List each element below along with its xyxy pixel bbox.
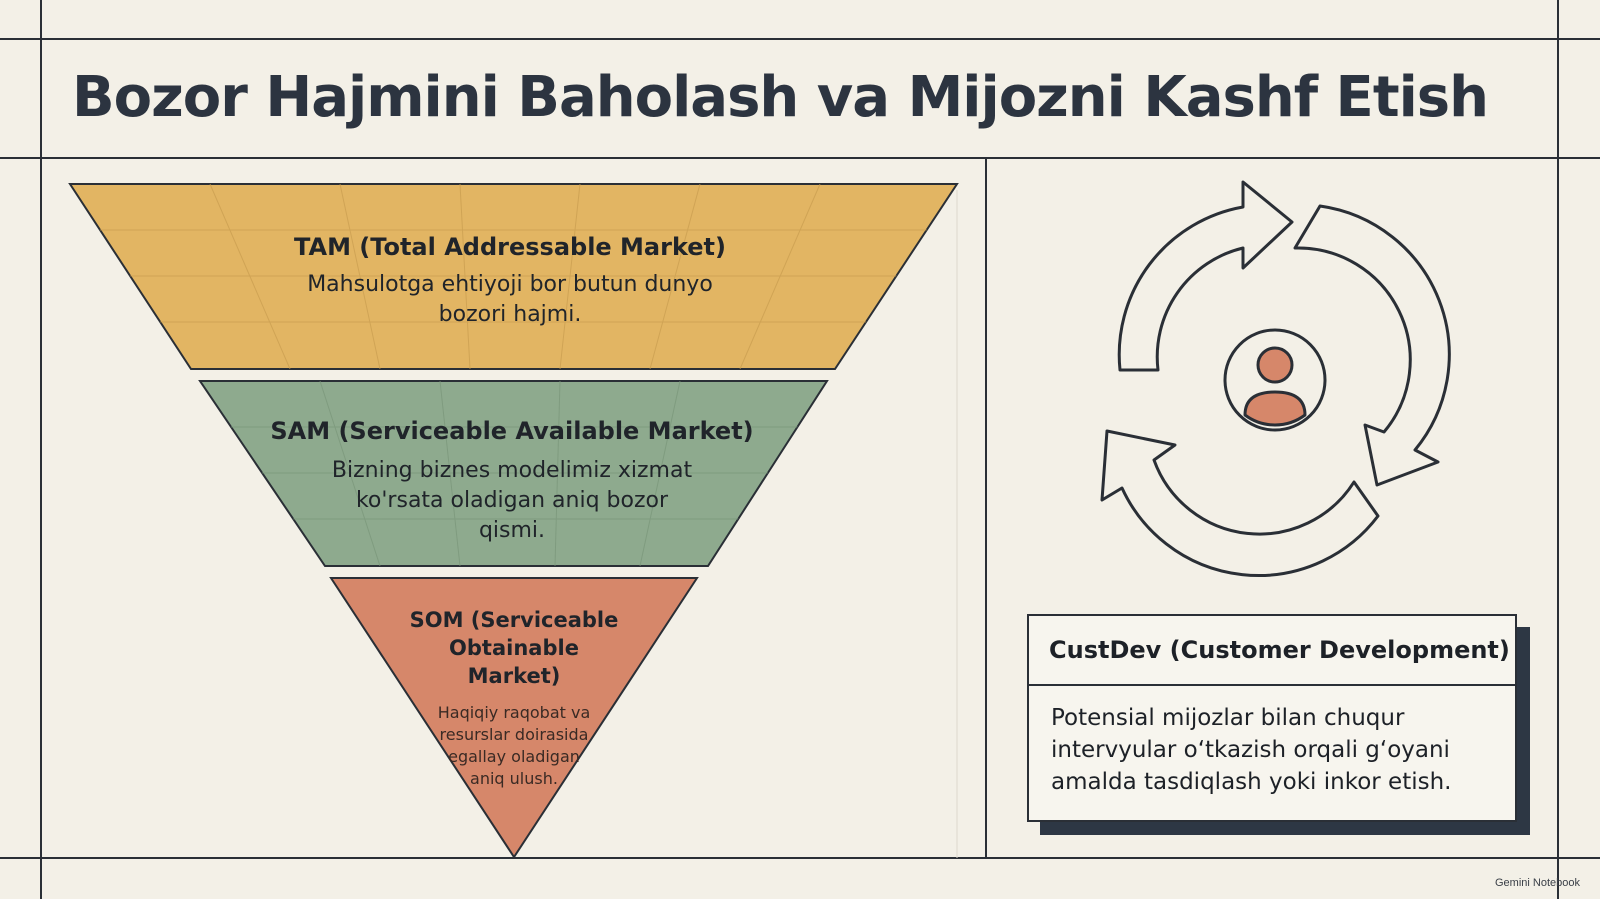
page-title: Bozor Hajmini Baholash va Mijozni Kashf … — [72, 65, 1489, 130]
watermark: Gemini Notebook — [1495, 877, 1580, 889]
tam-title: TAM (Total Addressable Market) — [293, 233, 726, 261]
custdev-description: Potensial mijozlar bilan chuqur intervyu… — [1051, 705, 1452, 795]
frame-line-divider — [985, 158, 987, 858]
frame-line-left — [40, 0, 42, 899]
cycle-arrows-icon — [1100, 180, 1451, 578]
som-label: SOM (Serviceable Obtainable Market) Haqi… — [384, 606, 644, 790]
market-funnel-diagram — [68, 183, 959, 859]
sam-description: Bizning biznes modelimiz xizmat ko'rsata… — [331, 458, 693, 543]
som-title: SOM (Serviceable Obtainable Market) — [409, 608, 619, 688]
som-shape — [329, 577, 699, 859]
sam-layer — [198, 380, 829, 567]
sam-title: SAM (Serviceable Available Market) — [270, 417, 754, 445]
som-layer — [329, 577, 699, 859]
custdev-title: CustDev (Customer Development) — [1029, 616, 1515, 686]
frame-line-title-bottom — [0, 157, 1600, 159]
tam-layer — [68, 183, 959, 370]
tam-description: Mahsulotga ehtiyoji bor butun dunyo bozo… — [307, 272, 713, 327]
tam-label: TAM (Total Addressable Market) Mahsulotg… — [250, 232, 770, 330]
frame-line-top — [0, 38, 1600, 40]
custdev-card: CustDev (Customer Development) Potensial… — [1027, 614, 1517, 822]
sam-label: SAM (Serviceable Available Market) Bizni… — [262, 416, 762, 546]
som-description: Haqiqiy raqobat va resurslar doirasida e… — [437, 703, 591, 788]
frame-line-bottom — [0, 857, 1600, 859]
person-icon — [1223, 328, 1327, 432]
frame-line-right — [1557, 0, 1559, 899]
